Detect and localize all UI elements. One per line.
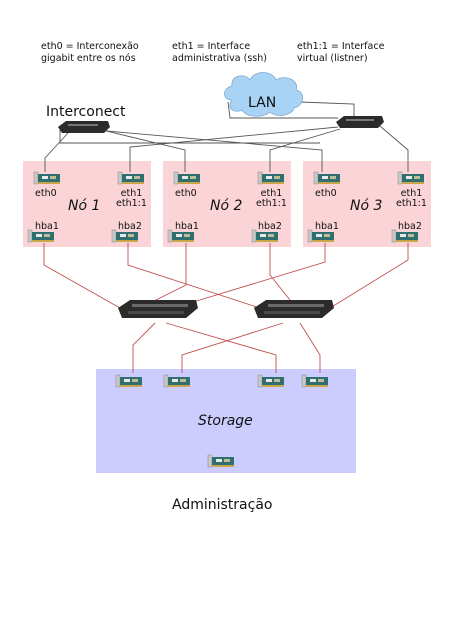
node2-hba1-label: hba1 bbox=[175, 221, 199, 232]
storage-label: Storage bbox=[198, 413, 253, 429]
node1-title: Nó 1 bbox=[68, 198, 101, 214]
node3-title: Nó 3 bbox=[350, 198, 383, 214]
interconnect-label: Interconect bbox=[46, 104, 126, 120]
node1-hba1-label: hba1 bbox=[35, 221, 59, 232]
node3-eth0-label: eth0 bbox=[315, 188, 337, 199]
lan-label: LAN bbox=[248, 95, 277, 111]
legend-eth0: eth0 = Interconexão gigabit entre os nós bbox=[41, 41, 139, 64]
legend-eth1: eth1 = Interface administrativa (ssh) bbox=[172, 41, 267, 64]
node1-eth1-label: eth1 eth1:1 bbox=[116, 188, 147, 209]
admin-label: Administração bbox=[172, 497, 273, 513]
node2-eth0-label: eth0 bbox=[175, 188, 197, 199]
node1-eth0-label: eth0 bbox=[35, 188, 57, 199]
node3-hba1-label: hba1 bbox=[315, 221, 339, 232]
legend-eth11: eth1:1 = Interface virtual (listner) bbox=[297, 41, 385, 64]
node1-hba2-label: hba2 bbox=[118, 221, 142, 232]
node3-hba2-label: hba2 bbox=[398, 221, 422, 232]
node2-title: Nó 2 bbox=[210, 198, 243, 214]
node2-eth1-label: eth1 eth1:1 bbox=[256, 188, 287, 209]
node2-hba2-label: hba2 bbox=[258, 221, 282, 232]
san-switch-1-icon bbox=[118, 300, 198, 318]
node3-eth1-label: eth1 eth1:1 bbox=[396, 188, 427, 209]
san-switch-2-icon bbox=[254, 300, 334, 318]
